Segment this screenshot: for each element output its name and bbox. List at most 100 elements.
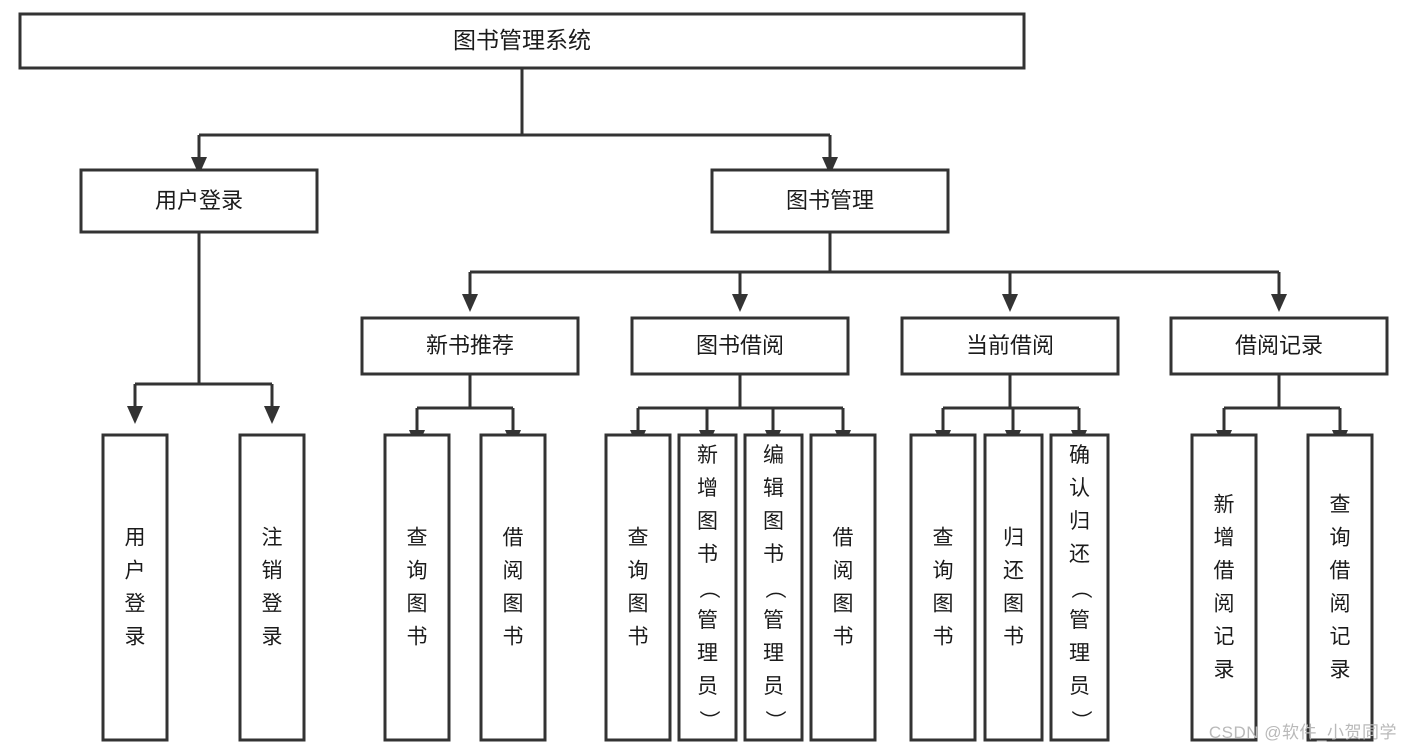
node-label-char: 查 [407, 527, 428, 550]
node-label-char: 阅 [833, 560, 854, 583]
node-label-char: 还 [1069, 543, 1090, 566]
node-label-char: 阅 [1214, 593, 1235, 616]
arrow-head-icon [732, 294, 748, 312]
node-user-login[interactable]: 用户登录 [79, 168, 319, 234]
arrow-head-icon [191, 157, 207, 175]
node-label-char: （ [763, 578, 786, 599]
node-new-book-recommend[interactable]: 新书推荐 [360, 316, 580, 376]
node-box[interactable] [383, 433, 451, 742]
node-label-char: 借 [503, 527, 524, 550]
node-label-char: 管 [1069, 609, 1090, 632]
node-box[interactable] [1169, 316, 1389, 376]
node-label-char: 图 [1003, 593, 1024, 616]
node-box[interactable] [710, 168, 950, 234]
csdn-watermark: CSDN @软件_小贺同学 [1208, 723, 1397, 742]
node-label-char: 用 [125, 527, 146, 550]
node-layer: 图书管理系统用户登录图书管理新书推荐图书借阅当前借阅借阅记录用户登录注销登录查询… [18, 12, 1389, 742]
node-box[interactable] [479, 433, 547, 742]
node-label-char: 新 [1214, 494, 1235, 517]
node-box[interactable] [1306, 433, 1374, 742]
node-label-char: 书 [503, 626, 524, 649]
node-box[interactable] [604, 433, 672, 742]
node-label-char: 理 [1069, 642, 1090, 665]
node-label-char: 阅 [503, 560, 524, 583]
node-current-borrow[interactable]: 当前借阅 [900, 316, 1120, 376]
node-label-char: 认 [1069, 477, 1090, 500]
arrow-head-icon [264, 406, 280, 424]
node-label-char: 管 [697, 609, 718, 632]
node-label-char: 书 [628, 626, 649, 649]
node-label-char: 员 [1069, 675, 1090, 698]
node-label-char: （ [1069, 578, 1092, 599]
node-box[interactable] [677, 433, 738, 742]
node-book-borrow[interactable]: 图书借阅 [630, 316, 850, 376]
node-borrow-records[interactable]: 借阅记录 [1169, 316, 1389, 376]
node-label-char: 理 [763, 642, 784, 665]
node-box[interactable] [983, 433, 1044, 742]
node-label-char: ） [1069, 710, 1092, 731]
node-label-char: 录 [262, 626, 283, 649]
node-box[interactable] [238, 433, 306, 742]
node-label-char: 确 [1069, 444, 1090, 467]
node-label-char: 借 [1214, 560, 1235, 583]
arrow-head-icon [822, 157, 838, 175]
node-label-char: ） [763, 710, 786, 731]
node-box[interactable] [630, 316, 850, 376]
node-label-char: 询 [933, 560, 954, 583]
node-label-char: 编 [763, 444, 784, 467]
node-box[interactable] [101, 433, 169, 742]
node-label: 图书管理 [786, 188, 874, 213]
node-label-char: 书 [933, 626, 954, 649]
node-box[interactable] [809, 433, 877, 742]
node-box[interactable] [1190, 433, 1258, 742]
node-label-char: 查 [1330, 494, 1351, 517]
node-box[interactable] [79, 168, 319, 234]
node-label-char: 图 [503, 593, 524, 616]
node-label-char: 书 [1003, 626, 1024, 649]
node-label-char: 增 [1214, 527, 1235, 550]
node-box[interactable] [18, 12, 1026, 70]
node-box[interactable] [900, 316, 1120, 376]
node-label-char: 录 [1330, 659, 1351, 682]
node-label-char: （ [697, 578, 720, 599]
node-root[interactable]: 图书管理系统 [18, 12, 1026, 70]
node-label-char: 图 [628, 593, 649, 616]
node-box[interactable] [1049, 433, 1110, 742]
node-label-char: 登 [125, 593, 146, 616]
node-label: 图书管理系统 [453, 27, 591, 53]
node-box[interactable] [743, 433, 804, 742]
node-leaf-user-login[interactable]: 用户登录 [101, 433, 169, 742]
node-label-char: 新 [697, 444, 718, 467]
node-box[interactable] [909, 433, 977, 742]
node-label-char: 查 [628, 527, 649, 550]
node-label-char: 记 [1330, 626, 1351, 649]
node-label-char: 查 [933, 527, 954, 550]
node-label-char: 记 [1214, 626, 1235, 649]
node-label-char: 书 [407, 626, 428, 649]
node-label: 新书推荐 [426, 333, 514, 358]
node-label-char: 询 [1330, 527, 1351, 550]
node-label: 图书借阅 [696, 333, 784, 358]
arrow-head-icon [1271, 294, 1287, 312]
node-book-management[interactable]: 图书管理 [710, 168, 950, 234]
node-label-char: 询 [628, 560, 649, 583]
node-box[interactable] [360, 316, 580, 376]
node-label-char: 还 [1003, 560, 1024, 583]
node-label-char: 员 [763, 675, 784, 698]
node-label: 借阅记录 [1235, 333, 1323, 358]
node-label-char: 书 [833, 626, 854, 649]
